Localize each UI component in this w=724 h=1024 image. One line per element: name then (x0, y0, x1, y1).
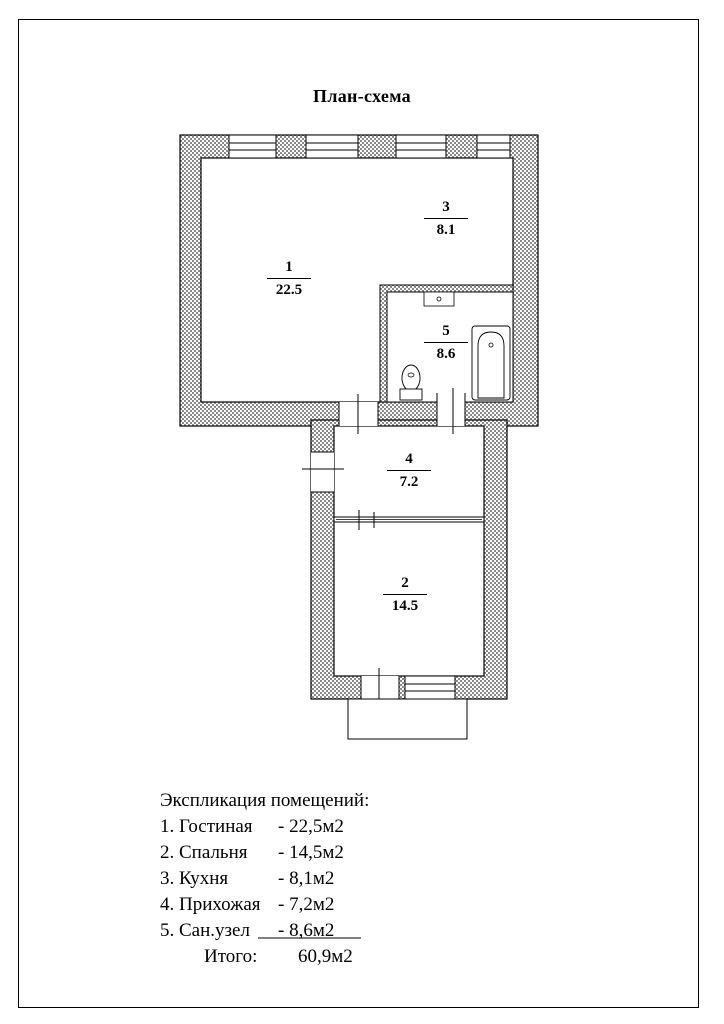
total-value: 60,9м2 (298, 946, 353, 967)
lower-walls (310, 419, 508, 700)
door-openings (338, 388, 466, 434)
item-value: - 14,5м2 (278, 842, 344, 863)
room-label-2: 2 14.5 (365, 574, 445, 615)
bottom-openings (360, 668, 456, 708)
room-label-3: 3 8.1 (406, 198, 486, 239)
toilet-icon (399, 364, 423, 401)
room-label-4: 4 7.2 (369, 450, 449, 491)
item-value: - 8,6м2 (278, 920, 335, 941)
item-value: - 8,1м2 (278, 868, 335, 889)
room-number: 5 (424, 322, 468, 343)
item-name: 1. Гостиная (160, 816, 253, 837)
drawing-frame (18, 19, 699, 1008)
bathtub-icon (471, 325, 511, 401)
room-area: 7.2 (399, 474, 419, 490)
room-number: 1 (267, 258, 311, 279)
room-number: 3 (424, 198, 468, 219)
entrance-door (302, 451, 344, 493)
item-value: - 22,5м2 (278, 816, 344, 837)
item-name: 4. Прихожая (160, 894, 261, 915)
room-area: 22.5 (275, 282, 303, 298)
total-label: Итого: (204, 946, 258, 967)
room-number: 4 (387, 450, 431, 471)
explication-total: Итого: 60,9м2 (160, 944, 369, 970)
item-value: - 7,2м2 (278, 894, 335, 915)
explication-heading: Экспликация помещений: (160, 790, 370, 811)
item-name: 5. Сан.узел (160, 920, 250, 941)
explication-item: 4. Прихожая - 7,2м2 (160, 892, 369, 918)
explication-item: 5. Сан.узел - 8,6м2 (160, 918, 369, 944)
room-number: 2 (383, 574, 427, 595)
room-area: 14.5 (391, 598, 419, 614)
explication-item: 2. Спальня - 14,5м2 (160, 840, 369, 866)
room-label-1: 1 22.5 (249, 258, 329, 299)
room-area: 8.1 (436, 222, 456, 238)
explication-item: 3. Кухня - 8,1м2 (160, 866, 369, 892)
room-label-5: 5 8.6 (406, 322, 486, 363)
item-name: 3. Кухня (160, 868, 229, 889)
explication-item: 1. Гостиная - 22,5м2 (160, 814, 369, 840)
partition-wall (333, 510, 485, 530)
top-windows (228, 134, 511, 159)
item-name: 2. Спальня (160, 842, 248, 863)
balcony (347, 698, 468, 740)
explication: Экспликация помещений: 1. Гостиная - 22,5… (160, 788, 369, 970)
plan-title: План-схема (313, 86, 411, 106)
sink-icon (423, 291, 455, 307)
room-area: 8.6 (436, 346, 456, 362)
